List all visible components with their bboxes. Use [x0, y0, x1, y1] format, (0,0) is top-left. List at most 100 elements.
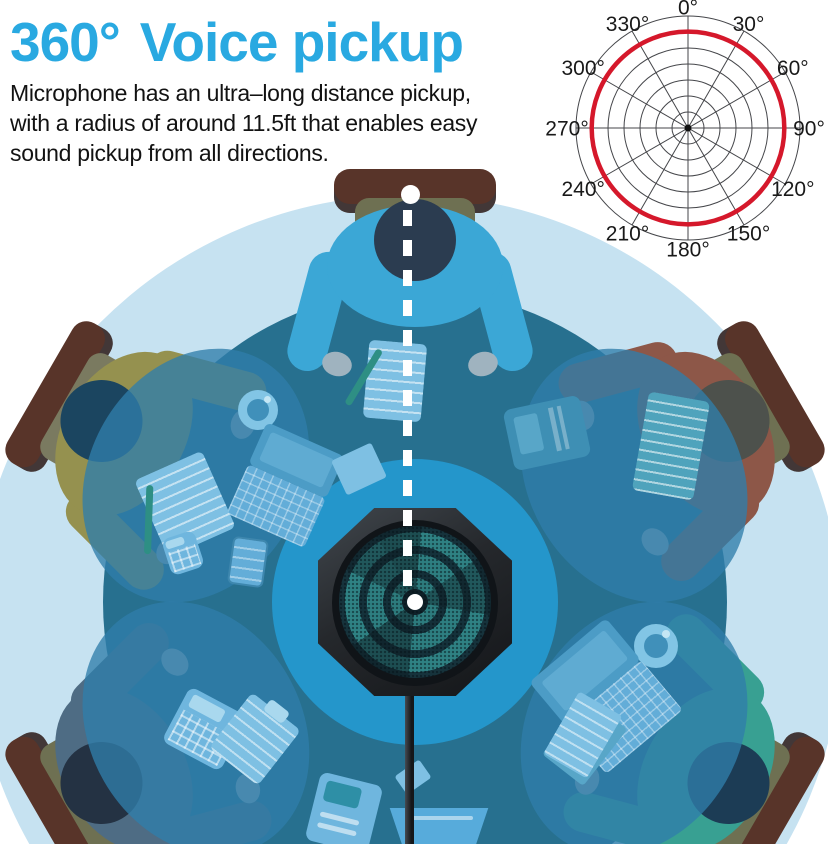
person-arm-left — [147, 796, 276, 844]
calculator-body — [160, 529, 206, 577]
clipboard-clip — [262, 698, 291, 725]
floor-circle — [0, 195, 828, 844]
laptop-screen — [248, 422, 345, 499]
person-torso — [609, 663, 803, 844]
person-arm-right — [652, 474, 768, 590]
chair-seat — [35, 702, 182, 844]
item-laptop-left — [226, 422, 345, 548]
chair-seat — [648, 348, 795, 502]
tablet-body — [389, 808, 489, 844]
person-arm-left — [657, 606, 773, 721]
item-cup-left — [238, 390, 278, 430]
item-notepad-left — [134, 450, 236, 558]
person-shadow-halo — [37, 560, 355, 844]
microphone-bezel — [332, 520, 498, 686]
mic-center-dot — [407, 594, 423, 610]
person-shadow-halo — [475, 560, 793, 844]
person-head — [374, 199, 456, 281]
cup-ring — [238, 390, 278, 430]
person-shadow-halo — [37, 307, 355, 644]
chair-back — [0, 726, 119, 844]
notepad-sheet — [134, 450, 236, 558]
person-hand-right — [155, 643, 194, 682]
person-torso — [327, 205, 503, 327]
cup-glint — [662, 630, 671, 639]
person-hand-left — [319, 348, 355, 380]
laptop-keyboard — [226, 464, 326, 548]
person-torso — [609, 327, 803, 541]
chair-back — [711, 315, 828, 478]
item-laptop-bottom-right — [529, 617, 683, 775]
title-rest: Voice pickup — [139, 11, 464, 73]
person-torso — [27, 327, 221, 541]
description-line: Microphone has an ultra–long distance pi… — [10, 80, 471, 106]
calculator-body — [161, 686, 249, 772]
person-hand-left — [566, 397, 598, 434]
person-hand-right — [571, 762, 603, 798]
person-hand-right — [636, 522, 675, 561]
description-line: sound pickup from all directions. — [10, 140, 329, 166]
person-lower-right — [0, 122, 828, 844]
notepad-line — [319, 811, 360, 826]
person-head — [672, 726, 785, 840]
pencil — [344, 348, 384, 407]
notepad-line — [316, 822, 357, 837]
person-head — [672, 364, 785, 478]
cup-center — [246, 398, 270, 422]
item-papers-bottom-right — [540, 691, 628, 787]
item-phone-left — [226, 535, 270, 589]
calculator-keys — [168, 544, 202, 573]
chair-group-lower-left — [0, 123, 828, 844]
cup-center — [643, 633, 669, 659]
chair-seat — [648, 702, 795, 844]
laptop-screen — [529, 617, 642, 725]
person-torso — [27, 663, 221, 844]
header: 360° Voice pickup Microphone has an ultra… — [10, 10, 510, 168]
pencil — [143, 484, 154, 554]
calculator-screen — [165, 536, 186, 550]
description-line: with a radius of around 11.5ft that enab… — [10, 110, 478, 136]
person-arm-left — [554, 337, 683, 408]
paper-sheet — [394, 759, 432, 795]
chair-seat — [35, 348, 182, 502]
book-cover — [502, 394, 592, 472]
notepad-sheet — [362, 339, 428, 423]
item-notepad-bottom — [304, 771, 384, 844]
item-clipboard-bottom-left — [209, 692, 301, 786]
notepad-sheet — [304, 771, 384, 844]
laptop-screen-inner — [258, 431, 335, 489]
cup-ring — [634, 624, 678, 668]
chair-back — [711, 726, 828, 844]
laptop-screen-inner — [541, 630, 629, 712]
phone-body — [226, 535, 270, 589]
person-arm-right — [142, 346, 271, 417]
person-hand-right — [227, 406, 259, 442]
book-line — [548, 407, 562, 452]
calculator-screen — [187, 693, 226, 723]
item-tablet-bottom — [383, 808, 495, 844]
clipboard-sheet — [209, 692, 301, 786]
item-notepad-top — [344, 339, 428, 423]
item-notebook-right — [631, 391, 711, 501]
person-arm-right — [466, 247, 538, 376]
calculator-keys — [168, 709, 233, 766]
microphone-body — [318, 508, 512, 696]
item-book-right — [502, 394, 592, 472]
book-line — [556, 405, 571, 450]
item-calculator-bottom-left — [161, 686, 249, 772]
person-arm-left — [57, 483, 173, 598]
person-head — [45, 726, 158, 840]
book-panel — [513, 412, 545, 455]
tablet-line — [405, 816, 473, 820]
person-shadow-halo — [475, 307, 793, 644]
person-hand-left — [150, 531, 189, 570]
person-arm-left — [282, 247, 354, 376]
notepad-label — [322, 779, 362, 809]
table-circle — [103, 290, 727, 844]
person-arm-right — [559, 787, 688, 844]
chair-back — [334, 169, 496, 213]
person-hand-right — [465, 348, 501, 380]
microphone-mesh — [339, 526, 491, 678]
title-accent: 360° — [10, 11, 121, 73]
